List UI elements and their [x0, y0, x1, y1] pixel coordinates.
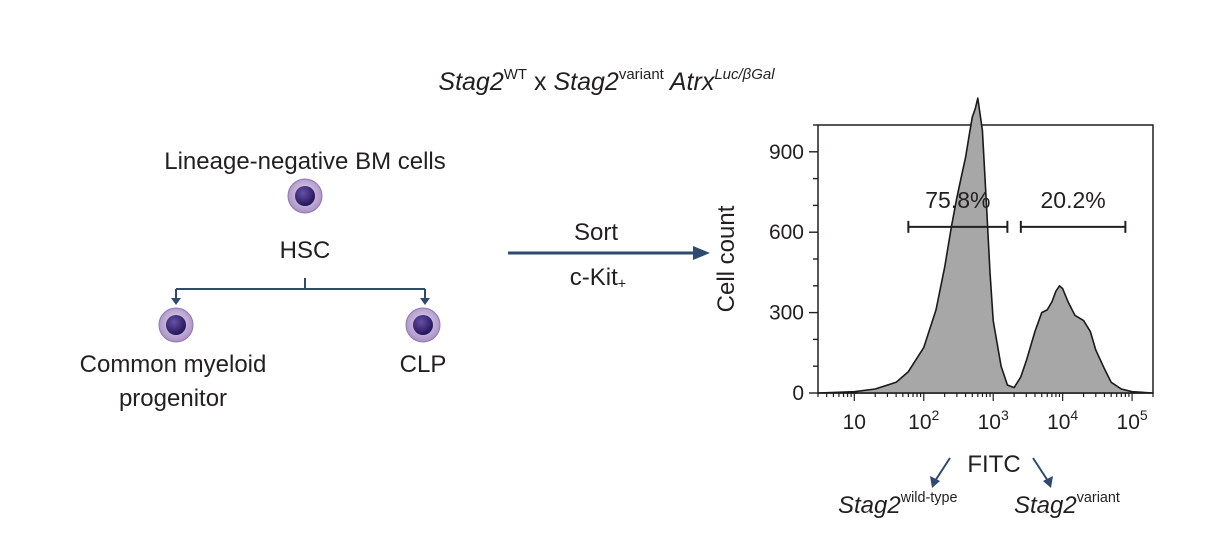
title-sup-3: Luc/βGal [714, 65, 775, 83]
y-tick-label: 900 [769, 141, 804, 164]
lineage-tree-connector [175, 278, 426, 300]
title-gene-3: Atrx [663, 68, 715, 96]
figure-title: Stag2WT x Stag2variant AtrxLuc/βGal [0, 65, 1213, 97]
flow-histogram-chart: 0 300 600 900 10 102 103 104 105 75.8% 20.2% Cel… [713, 97, 1154, 478]
variant-output-label: Stag2variant [1014, 490, 1120, 519]
y-tick-label: 300 [769, 302, 804, 325]
x-tick-label: 103 [978, 407, 1009, 434]
title-gene-1: Stag2 [438, 68, 504, 96]
sort-label: Sort [573, 219, 619, 246]
cmp-cell-icon [158, 307, 194, 343]
clp-cell-icon [405, 307, 441, 343]
source-cell-icon [287, 178, 323, 214]
x-tick-label: 104 [1047, 407, 1078, 434]
y-tick-label: 600 [769, 221, 804, 244]
title-sup-2: variant [618, 65, 664, 83]
x-tick-label: 105 [1117, 407, 1148, 434]
cmp-label-line1: Common myeloid [79, 351, 267, 378]
gate-label-0: 75.8% [925, 187, 990, 213]
wild-type-arrow-icon [930, 457, 951, 488]
hsc-label: HSC [279, 237, 331, 264]
y-tick-label: 0 [792, 382, 804, 405]
gate-label-1: 20.2% [1040, 187, 1105, 213]
title-sup-1: WT [503, 65, 528, 83]
sort-marker-label: c-Kit+ [569, 264, 627, 293]
sort-arrow-icon [508, 246, 710, 260]
title-gene-2: Stag2 [553, 68, 619, 96]
variant-arrow-icon [1032, 457, 1053, 488]
x-axis-title: FITC [967, 451, 1020, 478]
wild-type-output-label: Stag2wild-type [838, 490, 958, 519]
title-cross: x [527, 68, 554, 96]
cmp-label-line2: progenitor [118, 385, 228, 412]
y-axis-title: Cell count [713, 205, 740, 312]
cmp-arrowhead-icon [171, 298, 181, 305]
clp-label: CLP [399, 351, 447, 378]
histogram-series-0 [817, 97, 1154, 394]
clp-arrowhead-icon [420, 298, 430, 305]
x-tick-label: 10 [843, 411, 866, 434]
source-cells-label: Lineage-negative BM cells [164, 148, 446, 175]
x-tick-label: 102 [908, 407, 939, 434]
